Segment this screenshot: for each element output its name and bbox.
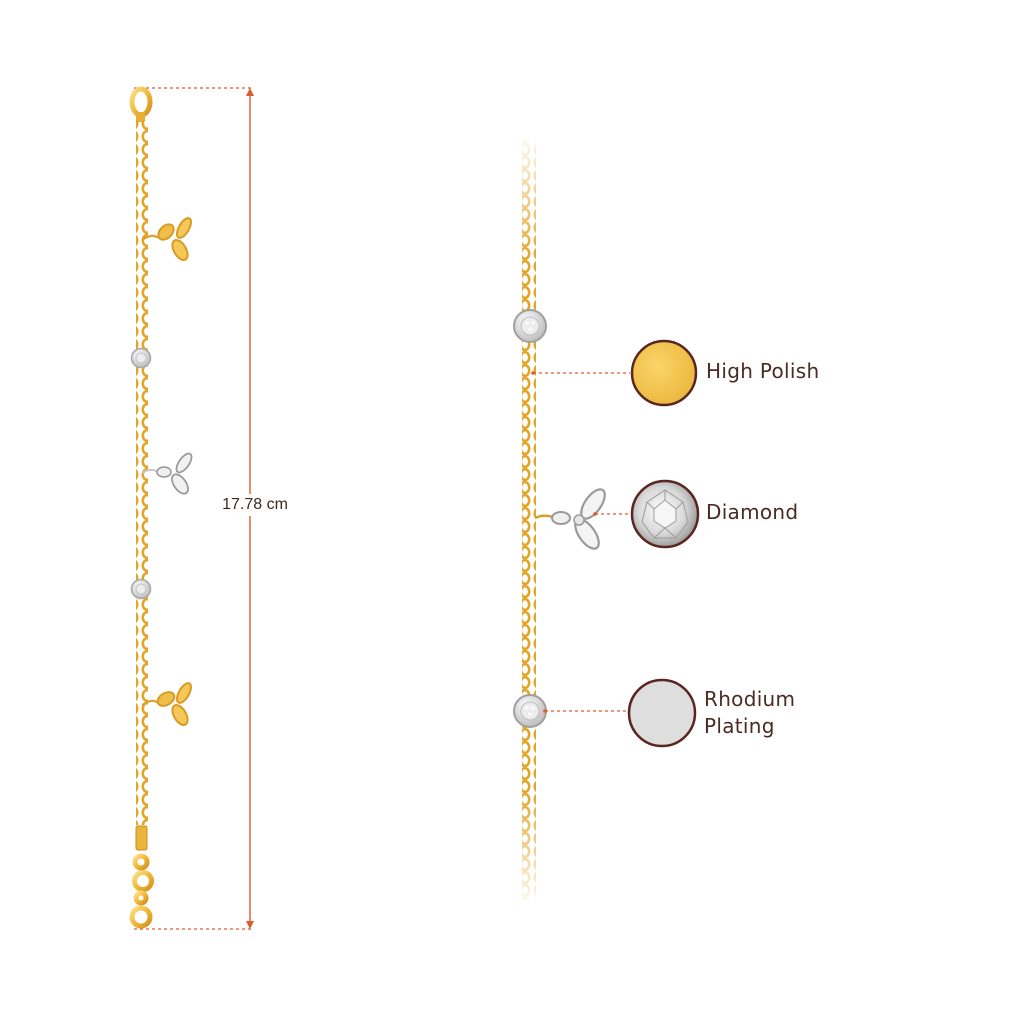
rhodium-text-line1: Rhodium: [704, 687, 796, 711]
callout-lines: [533, 372, 630, 712]
gold-leaf-charm-icon: [141, 217, 192, 261]
diamond-bezel-icon: [513, 309, 547, 343]
high-polish-text: High Polish: [706, 359, 820, 383]
rhodium-text-line2: Plating: [704, 714, 775, 738]
high-polish-label: High Polish: [706, 358, 819, 385]
brand-tag: [135, 825, 148, 851]
diamond-bezel-icon: [130, 578, 152, 600]
diamond-leaf-charm-icon: [534, 488, 606, 550]
gold-leaf-charm-icon: [141, 682, 192, 726]
bracelet-closeup-view: [510, 130, 606, 910]
diamond-bezel-icon: [513, 694, 547, 728]
rhodium-plating-label: Rhodium Plating: [704, 686, 795, 740]
diamond-text: Diamond: [706, 500, 799, 524]
lobster-clasp-icon: [129, 86, 153, 122]
extension-rings: [129, 853, 154, 929]
bracelet-full-view: [129, 86, 193, 929]
diamond-label: Diamond: [706, 499, 798, 526]
length-measurement-label: 17.78 cm: [210, 494, 300, 516]
diamond-leaf-charm-icon: [141, 452, 193, 495]
rhodium-swatch-icon: [627, 678, 697, 748]
diamond-icon: [630, 479, 700, 549]
gold-swatch-icon: [630, 339, 698, 407]
diamond-bezel-icon: [130, 347, 152, 369]
